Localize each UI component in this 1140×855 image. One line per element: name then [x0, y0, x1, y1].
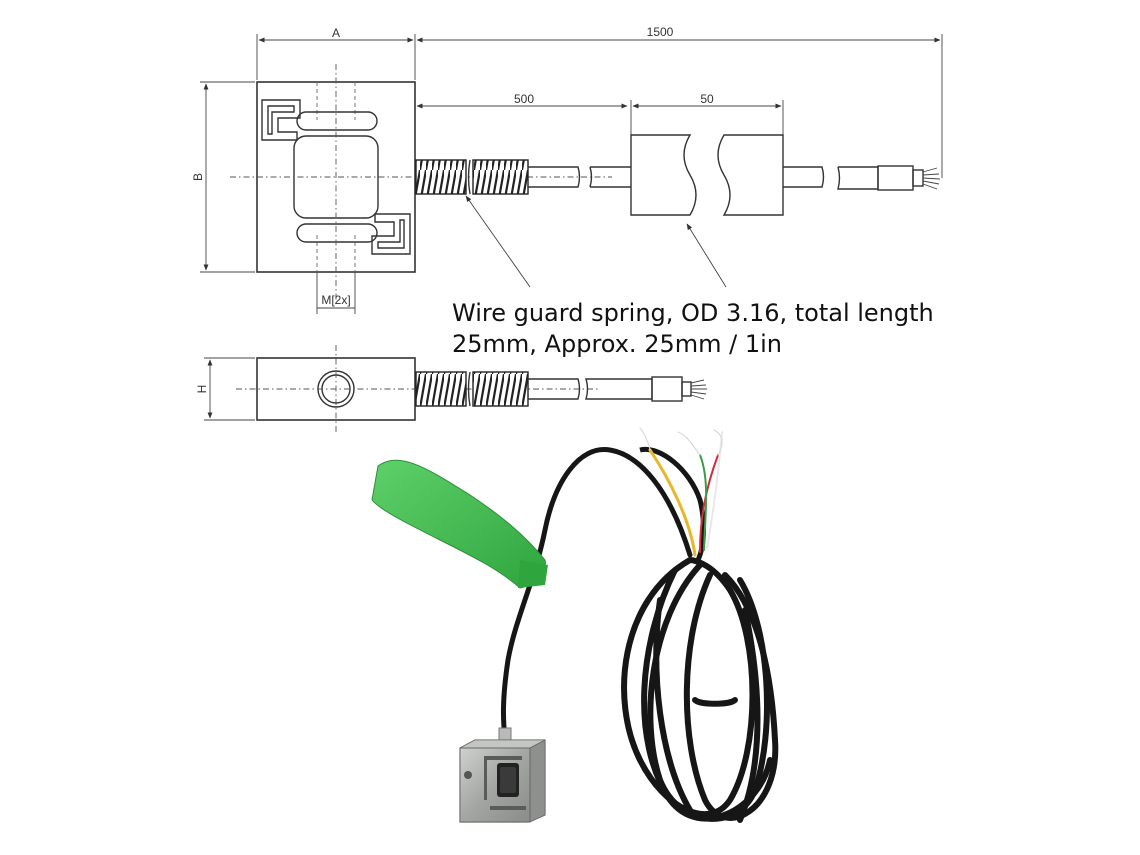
dimension-width: A: [256, 26, 416, 80]
dimension-thickness: H: [195, 357, 255, 421]
width-label: A: [332, 26, 340, 40]
wire-guard-spring-front: [415, 134, 941, 216]
coiled-cable: [621, 557, 779, 823]
thickness-label: H: [195, 385, 209, 394]
thread-label: M[2x]: [321, 293, 350, 307]
break-length-label: 50: [700, 92, 714, 106]
height-label: B: [191, 173, 205, 181]
dimension-total-length: 1500: [416, 25, 943, 178]
lead-cable: [500, 447, 693, 743]
dimension-height: B: [191, 81, 255, 273]
spring-length-label: 500: [514, 92, 534, 106]
dimension-thread: M[2x]: [316, 272, 356, 314]
dimension-break-length: 50: [630, 92, 784, 135]
load-cell-front-view: [230, 64, 612, 300]
tag-band: [518, 560, 548, 588]
load-cell-side-view: [236, 345, 707, 432]
dimension-spring-length: 500: [416, 92, 628, 109]
annotation-leaders: [465, 195, 727, 288]
cable-jacket-top: [639, 446, 706, 562]
load-cell-photo: [459, 739, 546, 823]
annotation-line-1: Wire guard spring, OD 3.16, total length: [452, 299, 934, 327]
total-length-label: 1500: [647, 25, 674, 39]
lead-wires: [639, 427, 723, 557]
product-photo: [371, 427, 779, 823]
annotation-line-2: 25mm, Approx. 25mm / 1in: [452, 330, 782, 358]
